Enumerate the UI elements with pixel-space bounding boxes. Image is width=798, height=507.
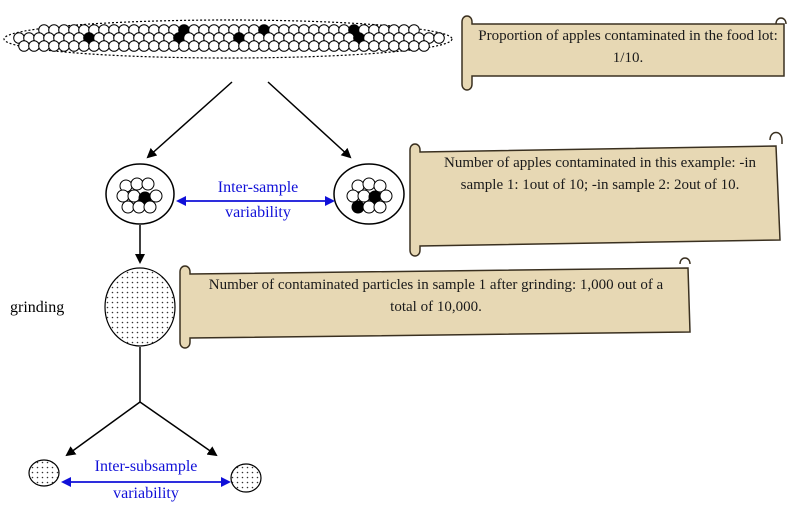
ground-sample xyxy=(104,267,176,347)
scroll-3-text: Number of contaminated particles in samp… xyxy=(208,277,664,315)
apple xyxy=(28,40,40,52)
apple xyxy=(118,40,130,52)
apple xyxy=(128,40,140,52)
apple xyxy=(328,40,340,52)
sample-2 xyxy=(333,163,405,225)
apple xyxy=(373,179,387,193)
scroll-apples-in-samples: Number of apples contaminated in this ex… xyxy=(409,131,783,257)
apple xyxy=(121,200,135,214)
scroll-1-body xyxy=(461,15,785,91)
apple xyxy=(362,200,376,214)
arrow-lot-to-sample-2 xyxy=(267,81,352,159)
apple xyxy=(357,189,371,203)
scroll-2-body xyxy=(409,143,781,257)
apple xyxy=(48,40,60,52)
apple xyxy=(288,40,300,52)
apple xyxy=(68,40,80,52)
apple xyxy=(168,40,180,52)
apple xyxy=(88,40,100,52)
apple xyxy=(388,40,400,52)
apple xyxy=(362,177,376,191)
apple xyxy=(149,189,163,203)
apple xyxy=(58,40,70,52)
apple xyxy=(228,40,240,52)
sample-1-apples xyxy=(116,177,163,214)
apple xyxy=(138,40,150,52)
scroll-3-curl xyxy=(679,257,691,265)
scroll-1-text: Proportion of apples contaminated in the… xyxy=(478,28,778,66)
apple xyxy=(378,40,390,52)
apple xyxy=(278,40,290,52)
arrow-to-subsample-1 xyxy=(65,401,141,457)
apple xyxy=(116,189,130,203)
subsample-1 xyxy=(28,459,60,487)
apple xyxy=(208,40,220,52)
apple xyxy=(379,189,393,203)
apple xyxy=(248,40,260,52)
food-lot xyxy=(3,19,453,59)
apple xyxy=(346,189,360,203)
subsample-2 xyxy=(230,463,262,493)
sample-1 xyxy=(105,163,175,225)
arrow-lot-to-sample-1 xyxy=(146,81,233,159)
inter-subsample-label-line1: Inter-subsample xyxy=(95,458,198,475)
scroll-1-curl xyxy=(775,17,787,25)
grinding-label: grinding xyxy=(10,299,64,316)
inter-subsample-label-line2: variability xyxy=(113,485,179,502)
apple xyxy=(218,40,230,52)
apple xyxy=(318,40,330,52)
apple xyxy=(130,177,144,191)
apple xyxy=(198,40,210,52)
apple xyxy=(38,40,50,52)
apple xyxy=(348,40,360,52)
food-lot-outline xyxy=(3,19,453,59)
apple xyxy=(178,40,190,52)
sample-2-apples xyxy=(346,177,393,214)
apple xyxy=(141,177,155,191)
scroll-lot-proportion: Proportion of apples contaminated in the… xyxy=(461,15,787,91)
apple xyxy=(308,40,320,52)
apple xyxy=(338,40,350,52)
apple xyxy=(358,40,370,52)
apple xyxy=(368,40,380,52)
apple xyxy=(188,40,200,52)
apple xyxy=(98,40,110,52)
apple xyxy=(408,40,420,52)
scroll-2-curl xyxy=(769,131,783,144)
apple xyxy=(132,200,146,214)
apple xyxy=(143,200,157,214)
apple xyxy=(373,200,387,214)
apple xyxy=(127,189,141,203)
scroll-3-body xyxy=(179,265,691,349)
apple xyxy=(238,40,250,52)
arrow-to-subsample-2 xyxy=(139,401,218,457)
apple xyxy=(418,40,430,52)
apple xyxy=(18,40,30,52)
apple xyxy=(258,40,270,52)
apple xyxy=(433,32,445,44)
inter-sample-label-line1: Inter-sample xyxy=(218,179,299,196)
apple xyxy=(398,40,410,52)
apple xyxy=(78,40,90,52)
inter-sample-label-line2: variability xyxy=(225,204,291,221)
apple xyxy=(148,40,160,52)
scroll-particles-after-grinding: Number of contaminated particles in samp… xyxy=(179,257,691,349)
apple xyxy=(108,40,120,52)
food-lot-apples xyxy=(13,24,445,52)
scroll-2-text: Number of apples contaminated in this ex… xyxy=(444,155,756,193)
apple xyxy=(268,40,280,52)
apple xyxy=(298,40,310,52)
contaminated-apple xyxy=(351,200,365,214)
apple xyxy=(158,40,170,52)
